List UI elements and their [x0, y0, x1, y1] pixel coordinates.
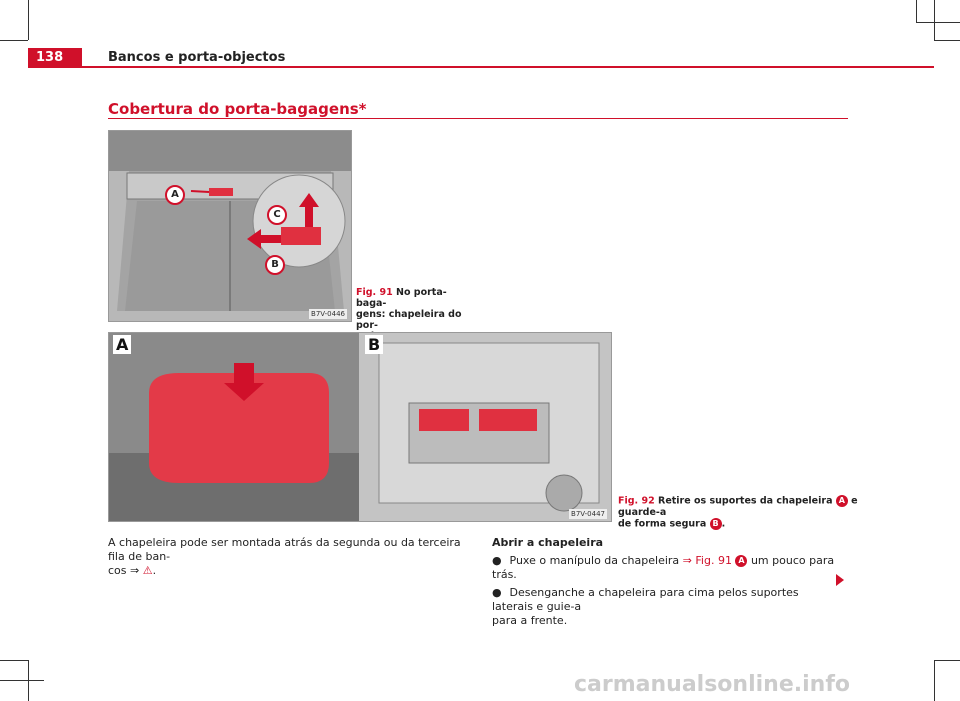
- crop-mark: [0, 680, 44, 681]
- figure-91-image: A B C B7V-0446: [108, 130, 352, 322]
- figure-label: Fig. 91: [356, 287, 393, 298]
- section-rule: [108, 118, 848, 119]
- bullet1-text: Puxe o manípulo da chapeleira: [509, 554, 680, 567]
- bullet1-suffix: um pouco para trás.: [492, 554, 835, 581]
- figure-label: Fig. 92: [618, 495, 655, 507]
- badge-a: A: [735, 555, 748, 567]
- badge-b: B: [709, 518, 722, 530]
- paragraph-line2-suffix: .: [152, 564, 157, 577]
- page-number: 138: [28, 48, 82, 68]
- bullet2-line1: Desenganche a chapeleira para cima pelos…: [492, 586, 799, 613]
- subheading: Abrir a chapeleira: [492, 536, 604, 549]
- caption-part2: e guarde-a: [618, 495, 858, 518]
- caption-line2: de forma segura: [618, 518, 707, 530]
- next-page-arrow-icon[interactable]: [836, 574, 844, 586]
- panel-label-b: B: [365, 335, 384, 354]
- bullet-dot: ●: [492, 554, 502, 567]
- section-title: Cobertura do porta-bagagens*: [108, 100, 367, 118]
- figure-92-image: A B B7V-0447: [108, 332, 612, 522]
- header-rule: [28, 66, 934, 68]
- crop-mark: [934, 660, 960, 661]
- figure-reference-link[interactable]: ⇒ Fig. 91: [682, 554, 732, 567]
- cover-supports-illustration: [109, 333, 611, 521]
- paragraph-line1: A chapeleira pode ser montada atrás da s…: [108, 536, 461, 563]
- warning-icon[interactable]: ⚠: [142, 564, 153, 577]
- paragraph-line2-prefix: cos ⇒: [108, 564, 140, 577]
- callout-c: C: [267, 205, 287, 225]
- crop-mark: [934, 660, 935, 701]
- left-paragraph: A chapeleira pode ser montada atrás da s…: [108, 536, 468, 578]
- watermark: carmanualsonline.info: [574, 672, 850, 697]
- badge-a: A: [835, 495, 848, 507]
- bullet-item: ● Desenganche a chapeleira para cima pel…: [492, 586, 837, 628]
- callout-a: A: [165, 185, 185, 205]
- caption-part1: Retire os suportes da chapeleira: [658, 495, 833, 507]
- crop-mark: [916, 0, 917, 22]
- crop-mark: [0, 660, 28, 661]
- crop-mark: [0, 40, 28, 41]
- running-title: Bancos e porta-objectos: [108, 50, 286, 65]
- crop-mark: [934, 0, 935, 40]
- panel-label-a: A: [113, 335, 132, 354]
- right-column: Abrir a chapeleira ● Puxe o manípulo da …: [492, 536, 837, 628]
- luggage-compartment-illustration: [109, 131, 351, 321]
- crop-mark: [934, 40, 960, 41]
- bullet-item: ● Puxe o manípulo da chapeleira ⇒ Fig. 9…: [492, 554, 837, 582]
- callout-b: B: [265, 255, 285, 275]
- crop-mark: [28, 0, 29, 40]
- figure-code: B7V-0447: [569, 509, 607, 519]
- bullet-dot: ●: [492, 586, 502, 599]
- figure-92-caption: Fig. 92 Retire os suportes da chapeleira…: [618, 495, 858, 530]
- bullet2-line2: para a frente.: [492, 614, 568, 627]
- crop-mark: [916, 22, 960, 23]
- figure-code: B7V-0446: [309, 309, 347, 319]
